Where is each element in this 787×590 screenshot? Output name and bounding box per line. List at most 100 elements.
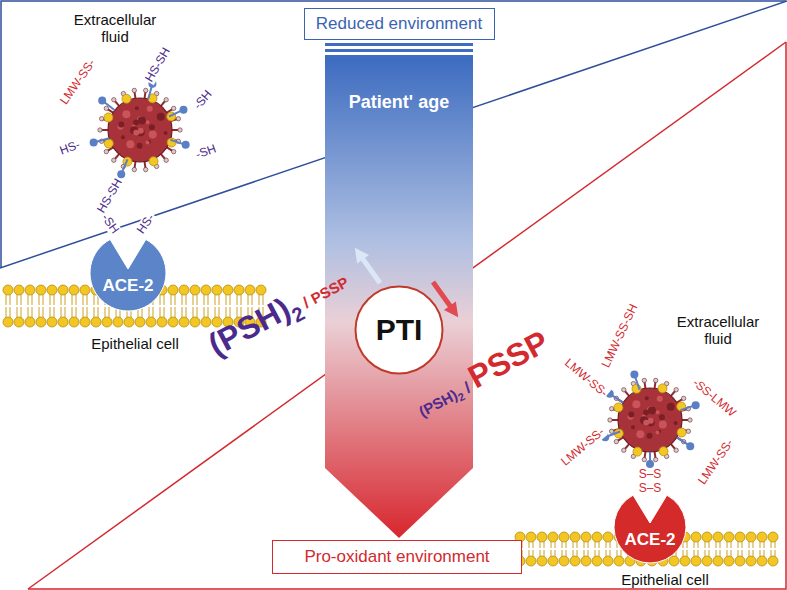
membrane-protein [659,447,668,456]
lipid-head [201,317,211,327]
band-stripe [325,55,473,58]
membrane-protein [149,157,158,166]
lipid-tail [50,307,51,318]
envelope-texture [636,430,644,438]
lipid-head [69,285,79,295]
lipid-head [526,532,536,542]
lipid-tail [204,294,205,305]
lipid-head [570,556,580,566]
region-label-text: Epithelial cell [91,336,179,353]
lipid-head [680,556,690,566]
thiol-site [180,106,188,114]
membrane-protein [104,139,113,148]
lipid-tail [17,307,18,318]
membrane-protein [104,113,113,122]
lipid-tail [208,294,209,305]
lipid-tail [72,307,73,318]
receptor-outline [600,488,700,564]
region-label: Epithelial cell [91,336,179,353]
lipid-tail [215,294,216,305]
band-stripe [325,43,473,46]
spike-tip [164,98,168,102]
envelope-texture [628,412,634,418]
spike-tip [112,158,116,162]
lipid-tail [87,307,88,318]
lipid-tail [164,294,165,305]
lipid-tail [171,307,172,318]
envelope-texture [645,396,649,400]
thiol-site [686,442,694,450]
thiol-label: -SH [193,142,219,162]
lipid-head [168,317,178,327]
thiol-site [692,401,700,409]
thiol-label-text: LMW-SS- [558,425,608,470]
lipid-tail [72,294,73,305]
membrane-protein [677,428,686,437]
thiol-label: LMW-SS- [695,436,737,488]
lipid-tail [83,307,84,318]
thiol-label-text: LMW-SS- [695,436,737,488]
lipid-head [179,285,189,295]
axis-label: Patient' age [325,92,473,113]
thiol-site [182,141,190,149]
lipid-head [691,556,701,566]
spike-tip [674,388,678,392]
spike-tip [98,128,102,132]
lipid-head [735,556,745,566]
thiol-label: HS-SH [94,176,125,217]
lipid-head [36,285,46,295]
lipid-head [603,556,613,566]
pti-circle: PTI [354,285,444,375]
spike-tip [681,396,685,400]
lipid-tail [76,307,77,318]
spike-tip [653,457,657,461]
thiol-site [630,371,638,379]
lipid-head [559,532,569,542]
lipid-tail [21,307,22,318]
lipid-tail [226,307,227,318]
lipid-tail [197,307,198,318]
spike-tip [164,158,168,162]
lipid-tail [17,294,18,305]
lipid-tail [28,294,29,305]
spike-tip [688,418,692,422]
thiol-label: HS-SH [142,45,173,86]
lipid-head [223,285,233,295]
spike-tip [674,448,678,452]
lipid-head [526,556,536,566]
lipid-head [592,532,602,542]
membrane-protein [614,403,623,412]
spike-tip [653,378,657,382]
lipid-head [724,532,734,542]
lipid-head [91,317,101,327]
disulfide-label-text: S–S [638,482,663,495]
spike-tip [176,117,180,121]
lipid-tail [237,294,238,305]
lipid-tail [54,307,55,318]
disulfide-label: S–S [638,468,663,481]
envelope-texture [164,131,168,135]
receptor-label: ACE-2 [600,530,700,550]
region-label: Extracellular fluid [668,314,768,347]
lipid-head [179,317,189,327]
thiol-label: LMW-SS-SH [599,301,641,370]
envelope-texture [146,140,150,144]
lipid-tail [241,294,242,305]
thiol-label-text: HS-SH [94,176,125,217]
membrane-protein [122,94,131,103]
lipid-tail [230,294,231,305]
region-label: Extracellular fluid [65,12,165,45]
lipid-tail [43,294,44,305]
lipid-tail [193,294,194,305]
lipid-head [746,556,756,566]
ace2-receptor [90,239,166,311]
lipid-head [201,285,211,295]
lipid-tail [164,307,165,318]
lipid-tail [61,307,62,318]
region-label: Epithelial cell [621,572,709,589]
divider-line [28,42,786,589]
frame-line [28,42,786,589]
lipid-tail [149,307,150,318]
lipid-head [669,556,679,566]
spike-tip [622,388,626,392]
